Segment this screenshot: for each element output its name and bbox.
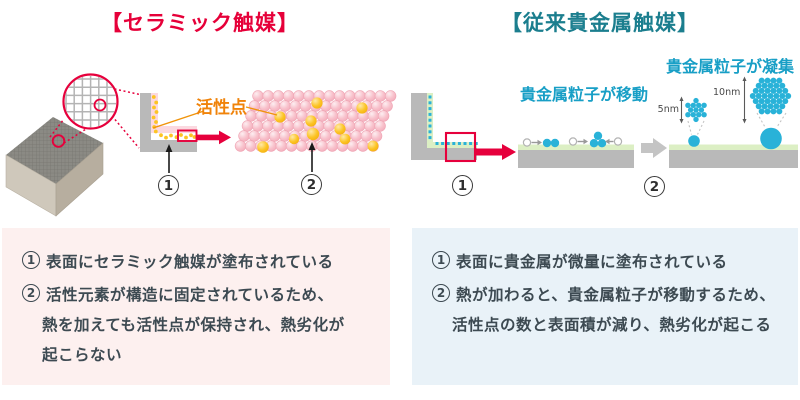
particles-aggregate-label: 貴金属粒子が凝集 [665,57,794,76]
step2-pointer-left [308,142,316,172]
active-site-label: 活性点 [196,98,247,118]
note-item: 1 表面にセラミック触媒が塗布されている [22,249,376,275]
step-marker-right-1: 1 [452,175,473,196]
size-label-5nm: 5nm [657,104,679,115]
left-panel-title: 【セラミック触媒】 [101,11,299,35]
size-arrow-5nm [679,96,684,124]
note-item: 1 表面に貴金属が微量に塗布されている [432,249,784,275]
active-site-leaders [152,106,278,129]
ghost-particle [613,137,623,146]
magnifier-callout [49,73,143,149]
red-arrow-left [197,130,231,145]
step1-pointer-left [165,144,173,173]
note-item: 2 活性元素が構造に固定されているため、 [22,282,376,308]
note-number-badge: 1 [432,251,450,269]
cluster-5nm [685,97,707,123]
ceramic-active-dots [151,95,197,140]
note-number-badge: 1 [22,251,40,269]
note-text: 表面にセラミック触媒が塗布されている [46,253,334,271]
ceramic-notes-box: 1 表面にセラミック触媒が塗布されている 2 活性元素が構造に固定されているため… [2,228,390,385]
size-arrow-10nm [742,76,747,124]
red-arrow-right [476,144,516,160]
metal-notes-box: 1 表面に貴金属が微量に塗布されている 2 熱が加わると、貴金属粒子が移動するた… [412,228,798,385]
note-text-continuation: 活性点の数と表面積が減り、熱劣化が起こる [452,316,772,334]
metal-wall-structure [411,93,478,163]
note-number-badge: 2 [22,284,40,302]
note-item: 2 熱が加わると、貴金属粒子が移動するため、 [432,282,784,308]
step-marker-left-2: 2 [301,174,322,195]
highlight-box-right [444,131,477,163]
small-aggregate-particle [688,135,700,147]
highlight-box-left [177,129,198,142]
step-marker-left-1: 1 [158,175,179,196]
ghost-particle [568,137,578,146]
step-marker-right-2: 2 [644,176,665,197]
gray-transition-arrow [641,138,667,158]
ceramic-block-image [5,117,104,217]
right-panel-title: 【従来貴金属触媒】 [501,11,699,35]
size-label-10nm: 10nm [713,87,741,98]
large-aggregate-particle [760,127,782,150]
note-number-badge: 2 [432,284,450,302]
cube-zoom-ring [51,134,66,148]
platform-aggregated [669,112,798,168]
ghost-particle [522,138,532,147]
ceramic-wall-structure [140,93,198,152]
note-text-continuation: 熱を加えても活性点が保持され、熱劣化が [42,316,345,334]
cluster-10nm [749,77,792,115]
note-text-continuation: 起こらない [42,346,123,364]
platform-moving [518,131,634,168]
metal-particle-dots [428,95,478,145]
active-site-spheres [257,97,379,153]
diagram-canvas [5,73,798,217]
note-text: 熱が加わると、貴金属粒子が移動するため、 [456,286,776,304]
particles-move-label: 貴金属粒子が移動 [519,85,648,104]
note-text: 表面に貴金属が微量に塗布されている [456,253,728,271]
note-text: 活性元素が構造に固定されているため、 [46,286,334,304]
lens-zoom-ring [93,98,107,112]
